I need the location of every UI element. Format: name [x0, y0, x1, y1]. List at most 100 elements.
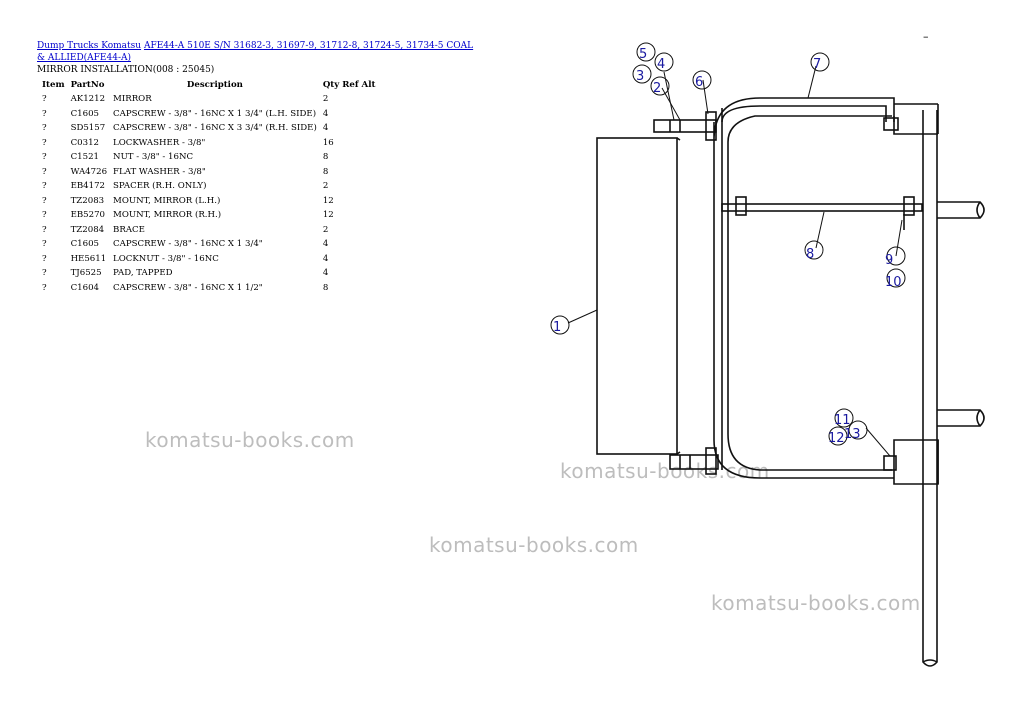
cell-qty: 4 — [322, 268, 329, 279]
cell-description: MIRROR — [113, 94, 152, 105]
cell-partno: WA4726 — [70, 166, 108, 177]
cell-description: SPACER (R.H. ONLY) — [113, 181, 207, 192]
callout-13: 13 — [844, 420, 868, 442]
col-header-item: Item — [42, 79, 65, 90]
callout-9: 9 — [885, 246, 906, 268]
cell-qty: 4 — [322, 123, 329, 134]
callout-2: 2 — [650, 76, 670, 96]
mount-pipe — [922, 110, 938, 667]
callout-11: 11 — [834, 408, 854, 428]
callout-10: 10 — [885, 268, 906, 290]
table-header-row: Item PartNo Description Qty Ref Alt — [37, 78, 378, 92]
mirror-installation-diagram: 1 2 3 4 5 6 7 8 9 10 11 12 13 — [550, 42, 985, 667]
table-row: ? WA4726 FLAT WASHER - 3/8" 8 — [37, 165, 378, 180]
cell-qty: 12 — [322, 195, 334, 206]
cell-qty: 2 — [322, 224, 329, 235]
cell-qty: 16 — [322, 137, 334, 148]
cell-partno: C1605 — [70, 108, 100, 119]
cell-item: ? — [42, 108, 47, 119]
cell-item: ? — [42, 210, 47, 221]
col-header-partno: PartNo — [70, 79, 105, 90]
watermark: komatsu-books.com — [560, 459, 770, 483]
table-row: ? C1605 CAPSCREW - 3/8" - 16NC X 1 3/4" (L… — [37, 107, 378, 122]
cell-description: CAPSCREW - 3/8" - 16NC X 1 3/4" (L.H. SI… — [113, 108, 317, 119]
callout-1: 1 — [550, 315, 570, 335]
cell-qty: 4 — [322, 108, 329, 119]
svg-text:10: 10 — [885, 275, 902, 290]
cell-qty: 2 — [322, 94, 329, 105]
col-header-qty: Qty Ref Alt — [322, 79, 376, 90]
table-row: ? EB4172 SPACER (R.H. ONLY) 2 — [37, 179, 378, 194]
cell-description: LOCKNUT - 3/8" - 16NC — [113, 253, 219, 264]
cell-item: ? — [42, 224, 47, 235]
bottom-bracket — [669, 454, 719, 470]
cell-partno: SD5157 — [70, 123, 106, 134]
callout-3: 3 — [632, 64, 652, 84]
cell-partno: AK1212 — [70, 94, 106, 105]
section-title: MIRROR INSTALLATION(008 : 25045) — [37, 65, 215, 75]
cell-qty: 8 — [322, 166, 329, 177]
svg-text:12: 12 — [828, 431, 845, 446]
cell-item: ? — [42, 268, 47, 279]
table-row: ? HE5611 LOCKNUT - 3/8" - 16NC 4 — [37, 252, 378, 267]
cell-qty: 8 — [322, 282, 329, 293]
callout-4: 4 — [654, 52, 674, 72]
cell-qty: 4 — [322, 239, 329, 250]
cell-item: ? — [42, 166, 47, 177]
mirror-frame — [713, 97, 895, 141]
watermark: komatsu-books.com — [429, 533, 639, 557]
cell-partno: C0312 — [70, 137, 100, 148]
cell-description: CAPSCREW - 3/8" - 16NC X 1 3/4" — [113, 239, 263, 250]
svg-text:11: 11 — [834, 413, 851, 428]
table-row: ? AK1212 MIRROR 2 — [37, 92, 378, 107]
svg-text:4: 4 — [657, 57, 665, 72]
svg-text:13: 13 — [844, 427, 861, 442]
cell-partno: C1521 — [70, 152, 100, 163]
callout-7: 7 — [810, 52, 830, 72]
callout-6: 6 — [692, 70, 712, 90]
cell-item: ? — [42, 181, 47, 192]
cell-description: CAPSCREW - 3/8" - 16NC X 1 1/2" — [113, 282, 263, 293]
svg-text:8: 8 — [806, 247, 814, 262]
cell-item: ? — [42, 282, 47, 293]
cell-partno: HE5611 — [70, 253, 107, 264]
svg-text:1: 1 — [553, 320, 561, 335]
callout-5: 5 — [636, 42, 656, 62]
cell-partno: EB4172 — [70, 181, 106, 192]
cell-partno: TZ2083 — [70, 195, 105, 206]
svg-text:2: 2 — [653, 81, 661, 96]
svg-text:7: 7 — [813, 57, 821, 72]
link-brand[interactable]: Dump Trucks Komatsu — [37, 41, 142, 51]
cell-qty: 12 — [322, 210, 334, 221]
watermark: komatsu-books.com — [711, 591, 921, 615]
cell-description: FLAT WASHER - 3/8" — [113, 166, 206, 177]
cell-item: ? — [42, 253, 47, 264]
watermark: komatsu-books.com — [145, 428, 355, 452]
cell-description: MOUNT, MIRROR (L.H.) — [113, 195, 221, 206]
cell-partno: TZ2084 — [70, 224, 105, 235]
svg-text:9: 9 — [885, 253, 893, 268]
cell-description: MOUNT, MIRROR (R.H.) — [113, 210, 222, 221]
cell-item: ? — [42, 123, 47, 134]
cell-description: NUT - 3/8" - 16NC — [113, 152, 194, 163]
cell-item: ? — [42, 239, 47, 250]
cell-item: ? — [42, 195, 47, 206]
brace — [721, 203, 923, 212]
link-model[interactable]: AFE44-A 510E S/N 31682-3, 31697-9, 31712… — [37, 41, 474, 63]
svg-text:6: 6 — [695, 75, 703, 90]
cell-qty: 8 — [322, 152, 329, 163]
cell-item: ? — [42, 137, 47, 148]
svg-text:5: 5 — [639, 47, 647, 62]
cell-qty: 2 — [322, 181, 329, 192]
cell-qty: 4 — [322, 253, 329, 264]
mirror-housing — [596, 137, 678, 455]
cell-item: ? — [42, 94, 47, 105]
callouts: 1 2 3 4 5 6 7 8 9 10 11 12 13 — [550, 42, 906, 446]
